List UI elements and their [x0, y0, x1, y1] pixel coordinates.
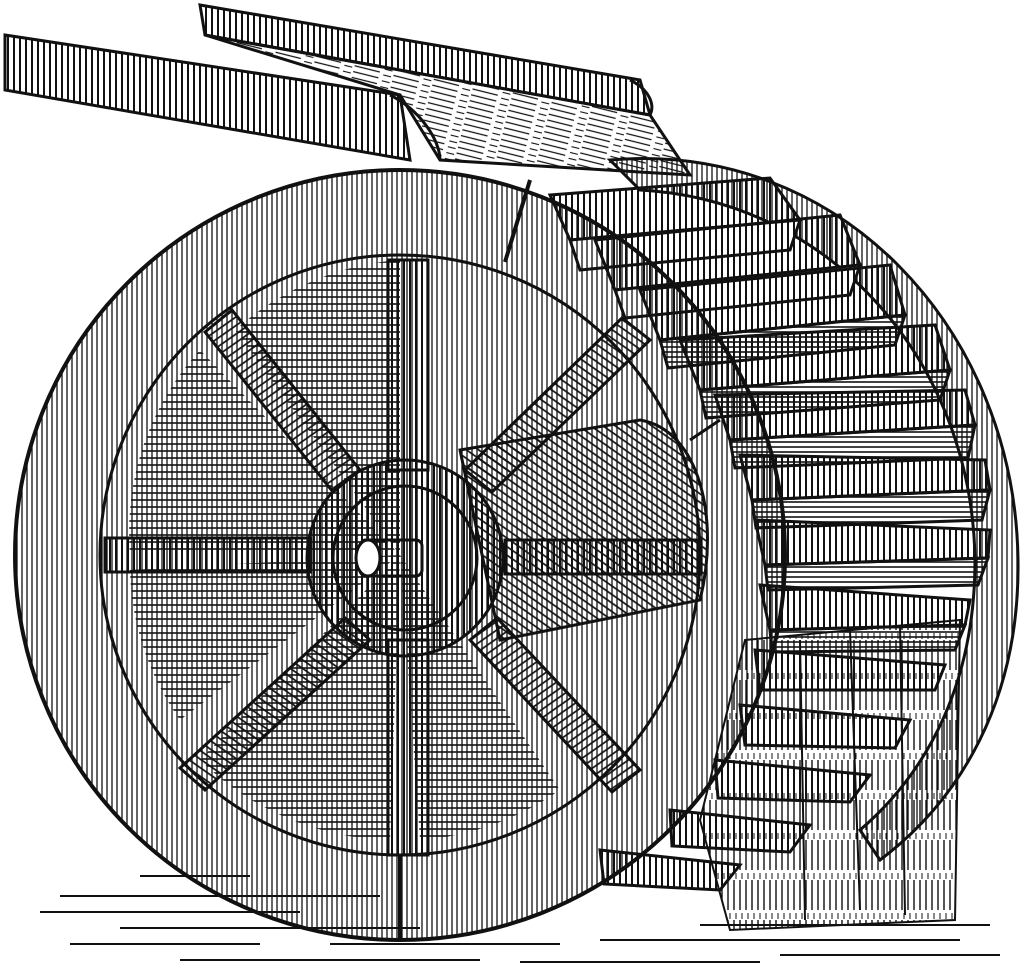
spokes [103, 258, 702, 857]
flume-water [204, 33, 693, 177]
spoke [386, 258, 430, 472]
spoke [386, 638, 430, 857]
bucket [753, 518, 992, 592]
spoke [103, 536, 312, 574]
spoke [462, 316, 653, 495]
spoke [503, 538, 702, 576]
spoke [467, 615, 643, 795]
falling-water [698, 618, 962, 932]
hub [305, 458, 505, 658]
flume [3, 3, 693, 177]
axle-stub [354, 538, 424, 578]
